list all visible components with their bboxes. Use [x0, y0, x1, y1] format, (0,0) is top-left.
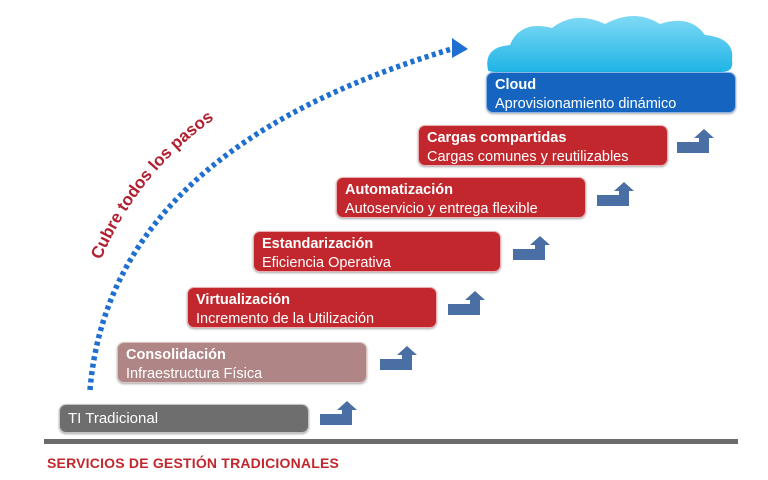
step-virtualizacion: Virtualización Incremento de la Utilizac…	[187, 287, 437, 328]
step-cargas-compartidas: Cargas compartidas Cargas comunes y reut…	[418, 125, 668, 166]
baseline-divider	[44, 439, 738, 444]
step-automatizacion: Automatización Autoservicio y entrega fl…	[336, 177, 586, 218]
step-up-arrow-icon	[513, 236, 550, 260]
step-title: Virtualización	[196, 292, 291, 308]
step-subtitle: Incremento de la Utilización	[196, 311, 375, 327]
step-subtitle: Autoservicio y entrega flexible	[345, 201, 538, 217]
step-title: Consolidación	[126, 347, 226, 363]
step-up-arrow-icon	[677, 129, 714, 153]
step-subtitle: Eficiencia Operativa	[262, 255, 391, 271]
cloud-icon	[487, 16, 733, 72]
step-subtitle: Aprovisionamiento dinámico	[495, 96, 677, 112]
step-up-arrow-icon	[597, 182, 634, 206]
coverage-arc	[87, 38, 468, 391]
step-cloud: Cloud Aprovisionamiento dinámico	[486, 72, 736, 113]
step-up-arrow-icon	[448, 291, 485, 315]
step-consolidacion: Consolidación Infraestructura Física	[117, 342, 367, 383]
arc-arrowhead-icon	[452, 38, 468, 58]
step-subtitle: Cargas comunes y reutilizables	[427, 149, 629, 165]
step-estandarizacion: Estandarización Eficiencia Operativa	[253, 231, 501, 272]
step-subtitle: Infraestructura Física	[126, 366, 263, 382]
step-ti-tradicional: TI Tradicional	[59, 404, 309, 433]
step-title: Estandarización	[262, 236, 374, 252]
step-title: TI Tradicional	[68, 410, 159, 427]
step-up-arrow-icon	[320, 401, 357, 425]
step-title: Cargas compartidas	[427, 130, 567, 146]
footer-label: SERVICIOS DE GESTIÓN TRADICIONALES	[47, 455, 340, 471]
step-title: Automatización	[345, 182, 453, 198]
arc-label: Cubre todos los pasos	[87, 107, 217, 262]
step-title: Cloud	[495, 77, 537, 93]
step-up-arrow-icon	[380, 346, 417, 370]
